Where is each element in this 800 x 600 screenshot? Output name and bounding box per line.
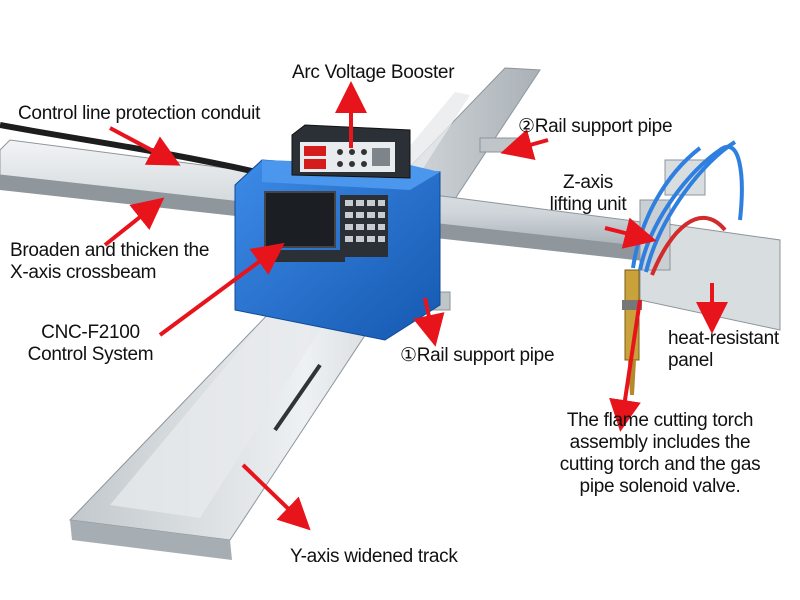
arrow-z-axis [604, 217, 657, 249]
arc-voltage-booster-box [291, 124, 411, 179]
arrow-rail-support-pipe-2 [500, 129, 549, 161]
label-rail-support-pipe-2: ②Rail support pipe [518, 116, 673, 137]
arrow-y-axis-track [241, 463, 311, 531]
arrow-control-line-conduit [109, 126, 181, 166]
label-arc-voltage-booster: Arc Voltage Booster [292, 62, 455, 83]
label-y-axis-track: Y-axis widened track [290, 546, 458, 567]
arrow-x-axis-crossbeam [103, 197, 165, 247]
label-z-axis-lifting-unit: Z-axis lifting unit [549, 172, 627, 215]
label-control-line-conduit: Control line protection conduit [18, 103, 261, 124]
arrow-cnc-control-system [158, 242, 285, 337]
gas-hoses [631, 140, 744, 276]
label-heat-resistant-panel: heat-resistant panel [668, 328, 779, 371]
label-cnc-control-system: CNC-F2100 Control System [27, 322, 154, 365]
control-line-conduit [0, 122, 271, 178]
label-x-axis-crossbeam: Broaden and thicken the X-axis crossbeam [10, 240, 210, 283]
label-flame-cutting-torch: The flame cutting torch assembly include… [559, 410, 761, 497]
arrow-rail-support-pipe-1 [413, 297, 445, 347]
label-rail-support-pipe-1: ①Rail support pipe [400, 345, 555, 366]
arrow-flame-torch [609, 299, 642, 432]
